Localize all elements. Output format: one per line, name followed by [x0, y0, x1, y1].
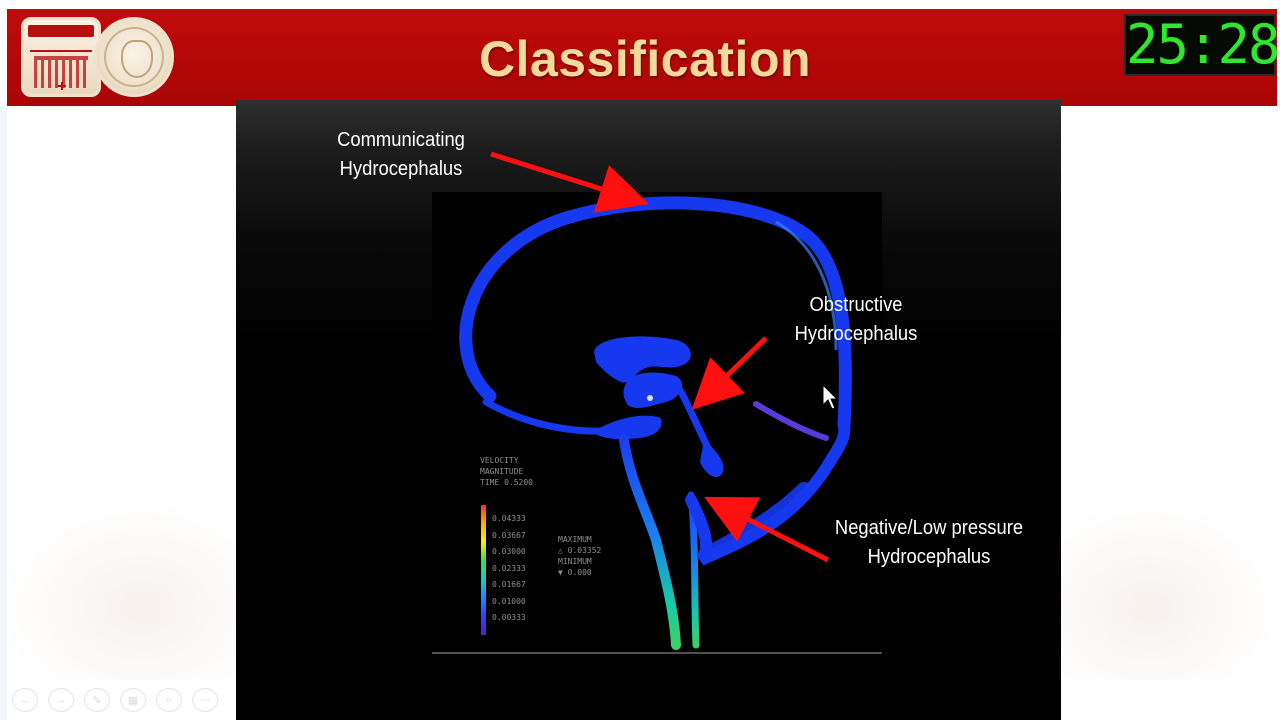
basal-cistern — [596, 415, 662, 440]
top-strip — [0, 0, 1280, 9]
label-line: Negative/Low pressure — [834, 517, 1024, 539]
background-watermark-left — [0, 500, 236, 680]
seal-emblem-icon — [121, 40, 153, 78]
countdown-timer: 25:28 — [1124, 13, 1280, 76]
velocity-legend-title: VELOCITY MAGNITUDE TIME 0.5200 — [480, 455, 533, 488]
scale-tick: 0.01000 — [492, 597, 526, 606]
csf-flow-simulation — [432, 151, 882, 654]
velocity-color-scale — [481, 505, 486, 635]
cross-icon — [58, 82, 66, 90]
subarachnoid-space-inner-edge — [775, 220, 838, 351]
label-line: Hydrocephalus — [794, 323, 918, 345]
left-edge — [0, 106, 7, 720]
label-communicating-hydrocephalus: Communicating Hydrocephalus — [304, 126, 497, 184]
department-seal-logo — [94, 17, 174, 97]
scale-tick: 0.04333 — [492, 514, 526, 523]
subarachnoid-space — [459, 196, 852, 432]
legend-title-line: MAGNITUDE — [480, 467, 524, 476]
more-icon[interactable]: ··· — [192, 688, 218, 712]
anterior-spinal-channel — [619, 435, 681, 650]
back-icon[interactable]: ← — [12, 688, 38, 712]
scale-tick: 0.00333 — [492, 613, 526, 622]
logo-text — [30, 40, 92, 52]
lateral-ventricle — [594, 336, 691, 383]
label-line: Hydrocephalus — [339, 158, 463, 180]
label-line: Hydrocephalus — [867, 546, 991, 568]
fourth-ventricle — [700, 440, 724, 477]
label-line: Obstructive — [809, 294, 903, 316]
legend-title-line: VELOCITY — [480, 456, 519, 465]
scale-tick: 0.03000 — [492, 547, 526, 556]
pen-icon[interactable]: ✎ — [84, 688, 110, 712]
third-ventricle — [623, 372, 683, 409]
slide-title: Classification — [478, 31, 812, 87]
presentation-toolbar: ← → ✎ ▦ ⌕ ··· — [12, 688, 218, 712]
label-negative-pressure-hydrocephalus: Negative/Low pressure Hydrocephalus — [823, 514, 1035, 572]
max-value: △ 0.03352 — [558, 546, 602, 555]
tentorial-channel — [753, 401, 829, 441]
logo-banner — [28, 25, 94, 37]
foramen-marker — [647, 395, 653, 401]
simulation-image-panel: Communicating Hydrocephalus Obstructive … — [236, 100, 1061, 720]
max-min-readout: MAXIMUM △ 0.03352 MINIMUM ▼ 0.000 — [558, 534, 601, 578]
legend-time: TIME 0.5200 — [480, 478, 533, 487]
huashan-hospital-logo — [21, 17, 101, 97]
slide-header — [7, 9, 1277, 106]
background-watermark-right — [1061, 500, 1280, 680]
label-obstructive-hydrocephalus: Obstructive Hydrocephalus — [773, 291, 939, 349]
arrow-negative-pressure — [704, 496, 830, 563]
scale-tick: 0.01667 — [492, 580, 526, 589]
scale-tick: 0.03667 — [492, 531, 526, 540]
zoom-icon[interactable]: ⌕ — [156, 688, 182, 712]
label-line: Communicating — [337, 129, 465, 151]
forward-icon[interactable]: → — [48, 688, 74, 712]
scale-tick: 0.02333 — [492, 564, 526, 573]
min-value: ▼ 0.000 — [558, 568, 592, 577]
seal-ring — [104, 27, 164, 87]
arrow-obstructive — [691, 336, 768, 410]
max-label: MAXIMUM — [558, 535, 592, 544]
slides-icon[interactable]: ▦ — [120, 688, 146, 712]
mouse-cursor-icon — [822, 383, 839, 410]
min-label: MINIMUM — [558, 557, 592, 566]
arrow-communicating — [490, 151, 650, 213]
